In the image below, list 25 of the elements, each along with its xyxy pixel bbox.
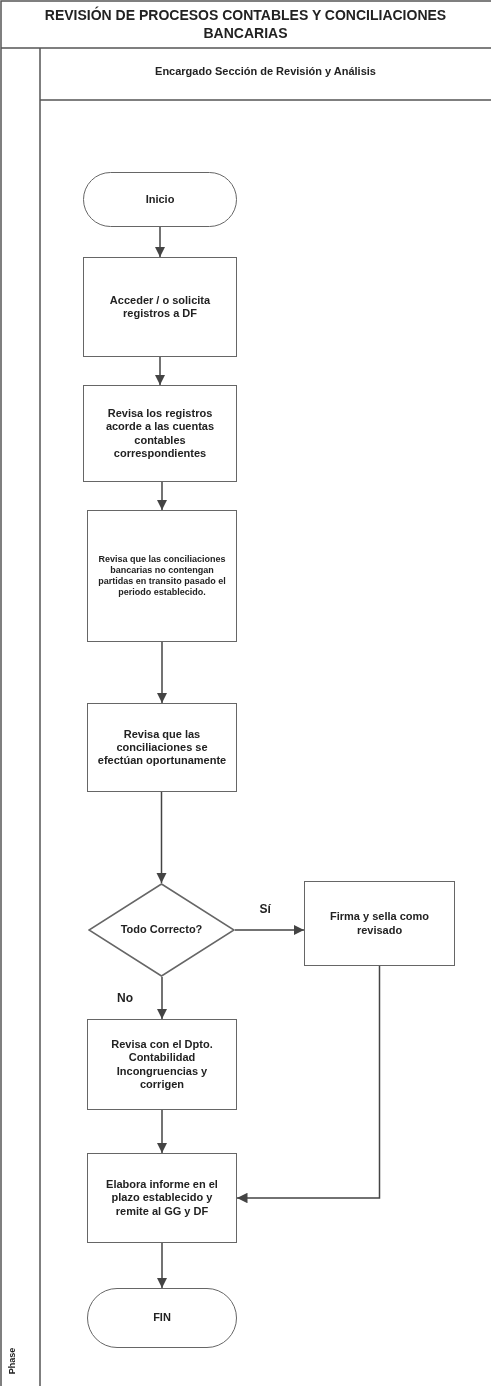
process-box: Firma y sella como revisado bbox=[304, 881, 455, 966]
arrow bbox=[156, 976, 168, 1020]
process-box: Revisa que las conciliaciones se efectúan oportunamente bbox=[87, 703, 237, 792]
arrow bbox=[154, 356, 166, 386]
terminal-shape: FIN bbox=[87, 1288, 237, 1348]
process-box: Revisa que las conciliaciones bancarias no contengan partidas en transito pasado el periodo establecido. bbox=[87, 510, 237, 642]
edge-label: Sí bbox=[259, 902, 271, 916]
arrow bbox=[234, 924, 305, 936]
edge-label: No bbox=[117, 991, 133, 1005]
decision-diamond: Todo Correcto? bbox=[88, 883, 235, 977]
arrow bbox=[156, 1109, 168, 1154]
process-box: Revisa los registros acorde a las cuentas contables correspondientes bbox=[83, 385, 237, 482]
process-box: Acceder / o solicita registros a DF bbox=[83, 257, 237, 357]
arrow bbox=[156, 481, 168, 511]
terminal-shape: Inicio bbox=[83, 172, 237, 227]
arrow bbox=[156, 791, 167, 884]
process-box: Revisa con el Dpto. Contabilidad Incongruencias y corrigen bbox=[87, 1019, 237, 1110]
arrow bbox=[156, 641, 168, 704]
arrow bbox=[156, 1242, 168, 1289]
arrow bbox=[154, 226, 166, 258]
lane-header: Encargado Sección de Revisión y Análisis bbox=[154, 65, 377, 77]
process-box: Elabora informe en el plazo establecido y remite al GG y DF bbox=[87, 1153, 237, 1243]
phase-label: Phase bbox=[7, 1346, 17, 1377]
diagram-title: REVISIÓN DE PROCESOS CONTABLES Y CONCILIACIONES BANCARIAS bbox=[43, 6, 448, 42]
arrow bbox=[236, 965, 381, 1204]
